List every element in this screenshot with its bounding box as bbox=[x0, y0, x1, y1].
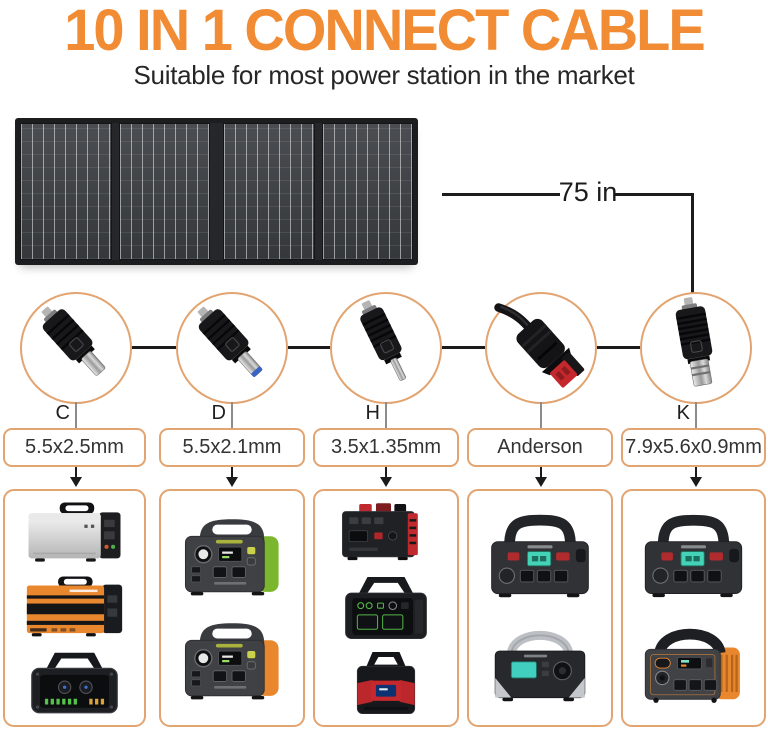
connector-letter: D bbox=[211, 402, 226, 424]
cable-length-label: 75 in bbox=[558, 177, 618, 207]
silver-handle-power-station-image bbox=[477, 617, 603, 703]
anderson-plug-icon bbox=[494, 303, 585, 388]
silver-briefcase-power-station-image bbox=[17, 500, 132, 569]
rugged-black-power-station-image bbox=[17, 647, 132, 716]
flow-arrow-line bbox=[385, 467, 387, 478]
dc-plug-5.5x2.5-icon bbox=[41, 306, 106, 376]
loop-handle-teal-screen-power-station-image bbox=[477, 513, 603, 599]
flow-arrow-head bbox=[690, 477, 702, 487]
compatible-devices-box bbox=[3, 489, 146, 727]
dc-plug-7.9x5.6-icon bbox=[675, 297, 713, 387]
foldable-solar-panel-image bbox=[15, 118, 418, 265]
connector-stub-line bbox=[231, 402, 233, 428]
page-subtitle: Suitable for most power station in the m… bbox=[133, 60, 635, 90]
connector-circle bbox=[176, 292, 288, 404]
orange-side-power-station-image bbox=[631, 617, 756, 703]
solar-panel-section bbox=[20, 123, 112, 260]
solar-panel-hinge bbox=[111, 123, 119, 260]
solar-panel-section bbox=[118, 123, 210, 260]
dc-plug-3.5x1.35-icon bbox=[360, 300, 406, 381]
loop-handle-teal-screen-power-station-image bbox=[631, 513, 756, 599]
mini-red-black-power-station-image bbox=[327, 646, 445, 717]
connector-spec-box: 5.5x2.5mm bbox=[3, 428, 146, 467]
cable-length-line-down bbox=[691, 193, 694, 294]
flow-arrow-line bbox=[540, 467, 542, 478]
compatible-devices-box bbox=[467, 489, 613, 727]
flow-arrow-line bbox=[231, 467, 233, 478]
compatible-devices-box bbox=[313, 489, 459, 727]
connector-letter: C bbox=[55, 402, 70, 424]
connector-spec-box: 3.5x1.35mm bbox=[313, 428, 459, 467]
solar-panel-hinge bbox=[314, 123, 322, 260]
connector-spec-box: 5.5x2.1mm bbox=[159, 428, 305, 467]
page-title: 10 IN 1 CONNECT CABLE bbox=[64, 0, 705, 63]
solar-panel-section bbox=[321, 123, 413, 260]
dc-plug-5.5x2.1-icon bbox=[197, 306, 263, 377]
black-red-power-station-image bbox=[327, 499, 445, 566]
connector-link-line bbox=[288, 346, 330, 349]
connector-letter: K bbox=[676, 402, 690, 424]
flow-arrow-head bbox=[226, 477, 238, 487]
connector-link-line bbox=[597, 346, 640, 349]
orange-stripe-power-station-image bbox=[17, 574, 132, 643]
connector-letter: H bbox=[365, 402, 380, 424]
gray-green-accent-power-station-image bbox=[169, 513, 295, 599]
compatible-devices-box bbox=[621, 489, 766, 727]
connector-circle bbox=[485, 292, 597, 404]
solar-panel-hinge bbox=[210, 123, 223, 260]
flow-arrow-line bbox=[75, 467, 77, 478]
connector-circle bbox=[20, 292, 132, 404]
flow-arrow-head bbox=[70, 477, 82, 487]
connector-spec-box: 7.9x5.6x0.9mm bbox=[621, 428, 766, 467]
flow-arrow-head bbox=[380, 477, 392, 487]
black-green-indicator-power-station-image bbox=[327, 571, 445, 642]
connector-circle bbox=[640, 292, 752, 404]
cable-length-line-left bbox=[442, 193, 560, 196]
connector-spec-box: Anderson bbox=[467, 428, 613, 467]
connector-link-line bbox=[132, 346, 176, 349]
connector-stub-line bbox=[695, 402, 697, 428]
connector-stub-line bbox=[75, 402, 77, 428]
connector-stub-line bbox=[385, 402, 387, 428]
cable-length-line-right bbox=[614, 193, 694, 196]
compatible-devices-box bbox=[159, 489, 305, 727]
flow-arrow-head bbox=[535, 477, 547, 487]
flow-arrow-line bbox=[695, 467, 697, 478]
connector-circle bbox=[330, 292, 442, 404]
connector-stub-line bbox=[540, 402, 542, 428]
gray-orange-accent-power-station-image bbox=[169, 617, 295, 703]
connector-link-line bbox=[442, 346, 485, 349]
solar-panel-section bbox=[223, 123, 315, 260]
